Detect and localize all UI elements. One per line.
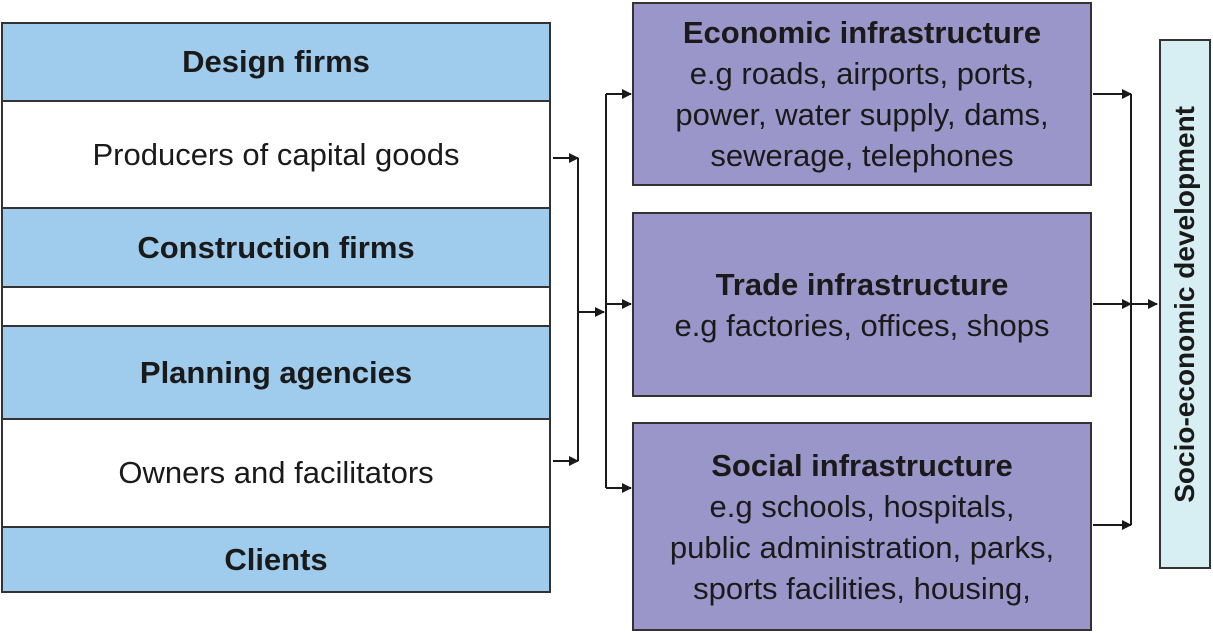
producers-label: Producers of capital goods [92,136,460,172]
social-example-line: public administration, parks, [669,529,1055,565]
construction-firms-box: Construction firms [1,207,551,288]
social-example-line: e.g schools, hospitals, [709,488,1015,524]
economic-example-line: e.g roads, airports, ports, [689,56,1035,91]
construction-firms-label: Construction firms [137,229,415,265]
economic-infrastructure-title: Economic infrastructure [682,15,1042,50]
social-example-line: sports facilities, housing, [693,570,1031,606]
owners-box: Owners and facilitators [1,418,551,528]
design-firms-box: Design firms [1,22,551,102]
clients-box: Clients [1,526,551,593]
trade-infrastructure-box: Trade infrastructure e.g factories, offi… [632,212,1092,397]
clients-label: Clients [224,541,328,577]
social-infrastructure-title: Social infrastructure [711,447,1013,483]
spacer-box [1,286,551,327]
trade-example-line: e.g factories, offices, shops [674,307,1050,343]
social-infrastructure-box: Social infrastructure e.g schools, hospi… [632,422,1092,631]
economic-example-line: power, water supply, dams, [675,97,1049,132]
trade-infrastructure-title: Trade infrastructure [715,266,1009,302]
planning-agencies-label: Planning agencies [139,354,413,390]
economic-example-line: sewerage, telephones [710,138,1014,173]
economic-infrastructure-box: Economic infrastructure e.g roads, airpo… [632,2,1092,186]
socio-economic-development-box: Socio-economic development [1159,39,1211,569]
design-firms-label: Design firms [182,44,370,79]
owners-label: Owners and facilitators [118,455,434,490]
